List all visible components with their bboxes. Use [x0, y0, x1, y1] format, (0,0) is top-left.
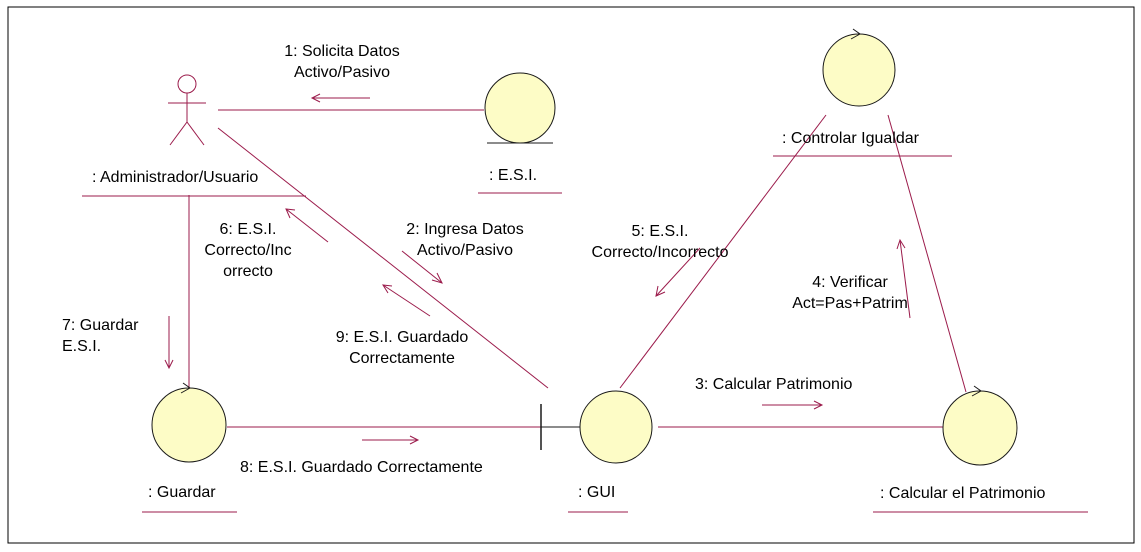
object-labels: : Administrador/Usuario : E.S.I. : Contr…	[92, 130, 1046, 502]
calcular-label: : Calcular el Patrimonio	[880, 485, 1046, 502]
guardar-arrowhead	[180, 382, 191, 394]
message-3-label: 3: Calcular Patrimonio	[695, 376, 853, 393]
gui-circle	[579, 390, 653, 464]
calcular-arrowhead	[971, 385, 982, 397]
link-actor-gui	[217, 127, 549, 389]
arrow-msg-9	[382, 284, 431, 317]
esi-label: : E.S.I.	[489, 167, 537, 184]
link-gui-controlar	[619, 114, 827, 389]
actor-leg-right	[186, 121, 205, 146]
esi-circle	[484, 72, 556, 144]
object-controlar-igualdar[interactable]	[822, 28, 896, 107]
actor-administrador[interactable]	[168, 74, 206, 146]
arrow-msg-8	[362, 435, 420, 445]
link-controlar-calcular	[887, 114, 967, 393]
arrow-msg-3	[762, 400, 824, 410]
message-arrows	[164, 93, 911, 445]
object-calcular-patrimonio[interactable]	[942, 385, 1018, 466]
actor-head	[177, 74, 197, 94]
message-8-label: 8: E.S.I. Guardado Correctamente	[240, 459, 483, 476]
actor-label: : Administrador/Usuario	[92, 169, 258, 186]
arrow-msg-6	[285, 208, 329, 243]
arrow-msg-2	[401, 250, 443, 284]
links	[188, 109, 967, 428]
controlar-arrowhead	[850, 28, 861, 40]
calcular-circle	[942, 390, 1018, 466]
diagram-frame	[7, 6, 1135, 544]
object-gui[interactable]	[540, 390, 653, 464]
guardar-label: : Guardar	[148, 484, 216, 501]
arrow-msg-1	[310, 93, 370, 103]
message-5-label: 5: E.S.I.Correcto/Incorrecto	[592, 223, 729, 261]
controlar-circle	[822, 33, 896, 107]
arrow-msg-7	[164, 316, 174, 370]
object-guardar[interactable]	[151, 382, 227, 463]
guardar-circle	[151, 387, 227, 463]
controlar-label: : Controlar Igualdar	[782, 130, 920, 147]
actor-leg-left	[169, 121, 188, 146]
gui-label: : GUI	[578, 484, 615, 501]
arrow-msg-5	[655, 247, 701, 297]
object-esi[interactable]	[484, 72, 556, 144]
arrow-msg-4	[896, 238, 911, 319]
